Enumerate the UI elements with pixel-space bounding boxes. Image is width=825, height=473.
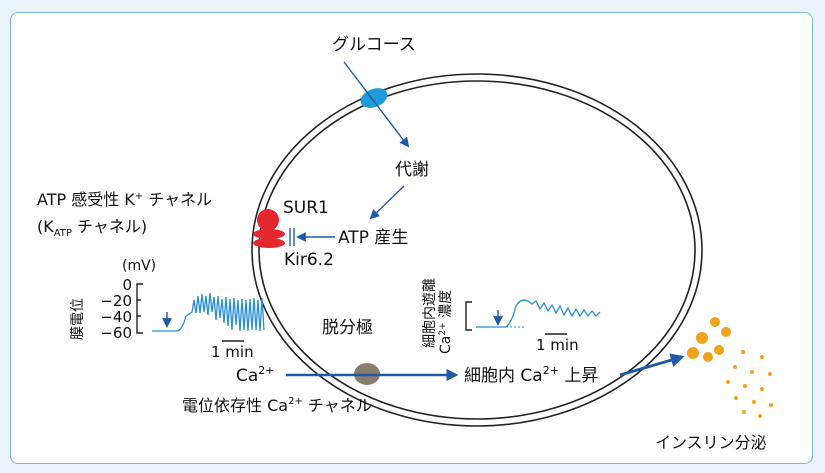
secretion-arrow [619,353,685,377]
mv-tick-40: −40 [100,308,132,326]
atp-production-label: ATP 産生 [338,228,408,248]
katp-title-rest: チャネル [143,190,212,209]
vdcc-rest: チャネル [303,396,372,415]
granule [703,352,713,362]
metabolism-label: 代謝 [395,160,429,180]
depolarization-label: 脱分極 [322,318,373,338]
mv-scale-label: 1 min [211,343,254,361]
katp-subtitle-open: (K [37,217,54,236]
granule [769,403,773,407]
insulin-granules [687,317,773,418]
katp-title-main: ATP 感受性 K [37,190,135,209]
calcium-trace [476,299,601,328]
ca-in-sup: 2+ [258,364,274,377]
glucose-label: グルコース [332,35,416,55]
ca-ylabel-ca: Ca [438,336,454,354]
granule [714,345,724,355]
granule [768,372,772,376]
granule [733,365,737,369]
granule [743,384,747,388]
ca-ylabel-sup: 2+ [438,322,448,335]
granule [734,396,738,400]
granule [687,347,699,359]
katp-title: ATP 感受性 K+ チャネル [37,190,212,209]
mv-tick-60: −60 [100,324,132,342]
kir-subunit-2 [253,238,285,248]
vdcc-sup: 2+ [288,396,303,407]
katp-subtitle-sub: ATP [54,228,72,239]
ca-rise-label: 細胞内 Ca2+ 上昇 [464,364,598,386]
kir-label: Kir6.2 [284,250,334,270]
metabolism-arrow [369,185,405,220]
ca-ylabel-1: 細胞内遊離 [421,278,438,348]
ca-rise-rest: 上昇 [559,366,598,386]
granule [696,332,708,344]
granule [750,370,754,374]
mv-tick-20: −20 [100,292,132,310]
sur1-subunit [257,209,279,231]
mv-unit-label: (mV) [122,258,156,274]
vdcc-label: 電位依存性 Ca2+ チャネル [182,396,372,415]
granule [742,410,746,414]
membrane-ylabel: 膜電位 [70,298,86,340]
mv-axis [136,283,143,334]
sur1-label: SUR1 [283,198,329,218]
calcium-panel: 細胞内遊離 Ca2+ 濃度 1 min [421,278,601,354]
katp-channel [253,209,285,248]
granule [741,350,745,354]
granule [710,317,720,327]
kir-subunit-1 [253,229,285,239]
vdcc-main: 電位依存性 Ca [182,396,288,415]
insulin-secretion-label: インスリン分泌 [655,433,767,452]
cell-membrane-outer [251,73,703,427]
ca-in-main: Ca [236,366,258,386]
ca-ylabel-rest: 濃度 [438,290,454,322]
granule [721,327,731,337]
granule [758,414,762,418]
katp-title-sup: + [135,191,143,202]
ca-axis [465,301,472,331]
mv-tick-0: 0 [122,276,132,294]
ca-in-label: Ca2+ [236,364,275,386]
granule [760,387,764,391]
membrane-potential-panel: (mV) 膜電位 0 −20 −40 −60 1 min [70,258,265,361]
ca-scale-label: 1 min [536,336,579,354]
ca-ylabel-2: Ca2+ 濃度 [438,290,454,354]
katp-subtitle-rest: チャネル) [72,217,147,236]
granule [752,400,756,404]
ca-rise-main: 細胞内 Ca [464,366,543,386]
cell-membrane-inner [258,80,696,420]
granule [726,380,730,384]
membrane-trace [152,292,265,332]
katp-subtitle: (KATP チャネル) [37,217,147,239]
diagram-frame [10,12,813,464]
ca-rise-sup: 2+ [543,364,559,377]
granule [760,355,764,359]
glucose-arrow [343,61,410,148]
